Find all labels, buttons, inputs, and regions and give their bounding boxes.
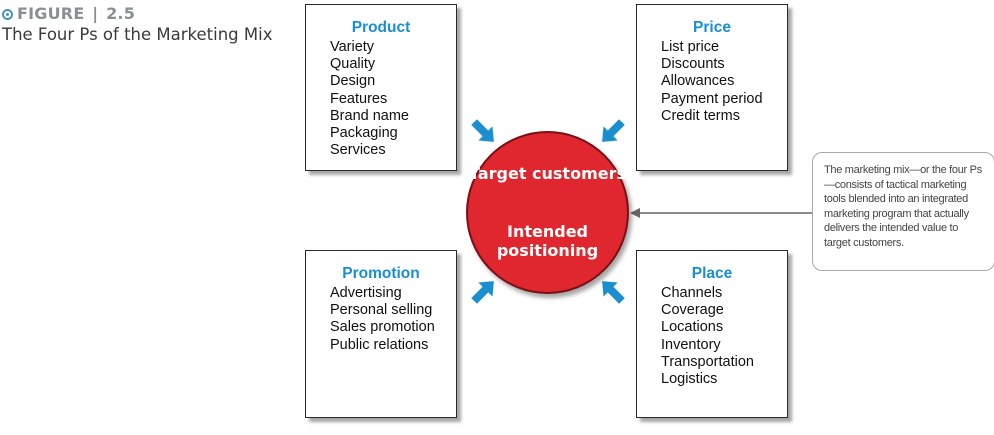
figure-bullet-icon xyxy=(2,9,13,20)
figure-separator: | xyxy=(92,4,99,23)
promotion-item: Sales promotion xyxy=(330,319,435,336)
product-list: Variety Quality Design Features Brand na… xyxy=(330,39,456,159)
place-item: Inventory xyxy=(661,336,721,353)
product-item: Quality xyxy=(330,56,376,73)
figure-number: 2.5 xyxy=(106,4,136,23)
price-item: Payment period xyxy=(661,90,763,107)
promotion-heading: Promotion xyxy=(342,265,420,282)
figure-label: FIGURE | 2.5 xyxy=(2,4,135,23)
center-target-customers: Target customers xyxy=(468,164,627,183)
figure-label-text: FIGURE xyxy=(17,4,85,23)
arrow-product-to-center-icon xyxy=(471,119,494,142)
product-heading: Product xyxy=(351,19,411,36)
place-item: Channels xyxy=(661,285,723,301)
product-item: Services xyxy=(330,142,386,159)
promotion-item: Advertising xyxy=(330,285,402,301)
place-item: Transportation xyxy=(661,353,754,370)
place-item: Coverage xyxy=(661,302,724,319)
price-list: List price Discounts Allowances Payment … xyxy=(661,39,787,125)
product-item: Packaging xyxy=(330,125,398,142)
price-heading: Price xyxy=(693,19,731,36)
price-item: Credit terms xyxy=(661,107,740,124)
product-item: Variety xyxy=(330,39,375,55)
place-item: Locations xyxy=(661,319,724,336)
promotion-item: Public relations xyxy=(330,336,429,353)
place-heading: Place xyxy=(691,265,733,282)
product-item: Features xyxy=(330,90,388,107)
arrow-place-to-center-icon xyxy=(602,281,625,304)
marketing-mix-note: The marketing mix—or the four Ps—consist… xyxy=(812,152,994,271)
arrow-price-to-center-icon xyxy=(602,119,625,142)
price-item: Allowances xyxy=(661,73,735,90)
place-list: Channels Coverage Locations Inventory Tr… xyxy=(661,285,787,388)
product-item: Design xyxy=(330,73,376,90)
price-item: List price xyxy=(661,39,720,55)
product-box: Product Variety Quality Design Features … xyxy=(305,4,457,171)
place-box: Place Channels Coverage Locations Invent… xyxy=(636,250,788,418)
price-box: Price List price Discounts Allowances Pa… xyxy=(636,4,788,171)
price-item: Discounts xyxy=(661,56,725,73)
promotion-list: Advertising Personal selling Sales promo… xyxy=(330,285,456,354)
product-item: Brand name xyxy=(330,107,409,124)
promotion-item: Personal selling xyxy=(330,302,433,319)
promotion-box: Promotion Advertising Personal selling S… xyxy=(305,250,457,418)
arrow-promotion-to-center-icon xyxy=(471,281,494,304)
place-item: Logistics xyxy=(661,371,718,388)
figure-title: The Four Ps of the Marketing Mix xyxy=(2,25,273,44)
center-intended-positioning: Intended positioning xyxy=(496,222,599,260)
target-circle: Target customers Intended positioning xyxy=(466,131,629,294)
